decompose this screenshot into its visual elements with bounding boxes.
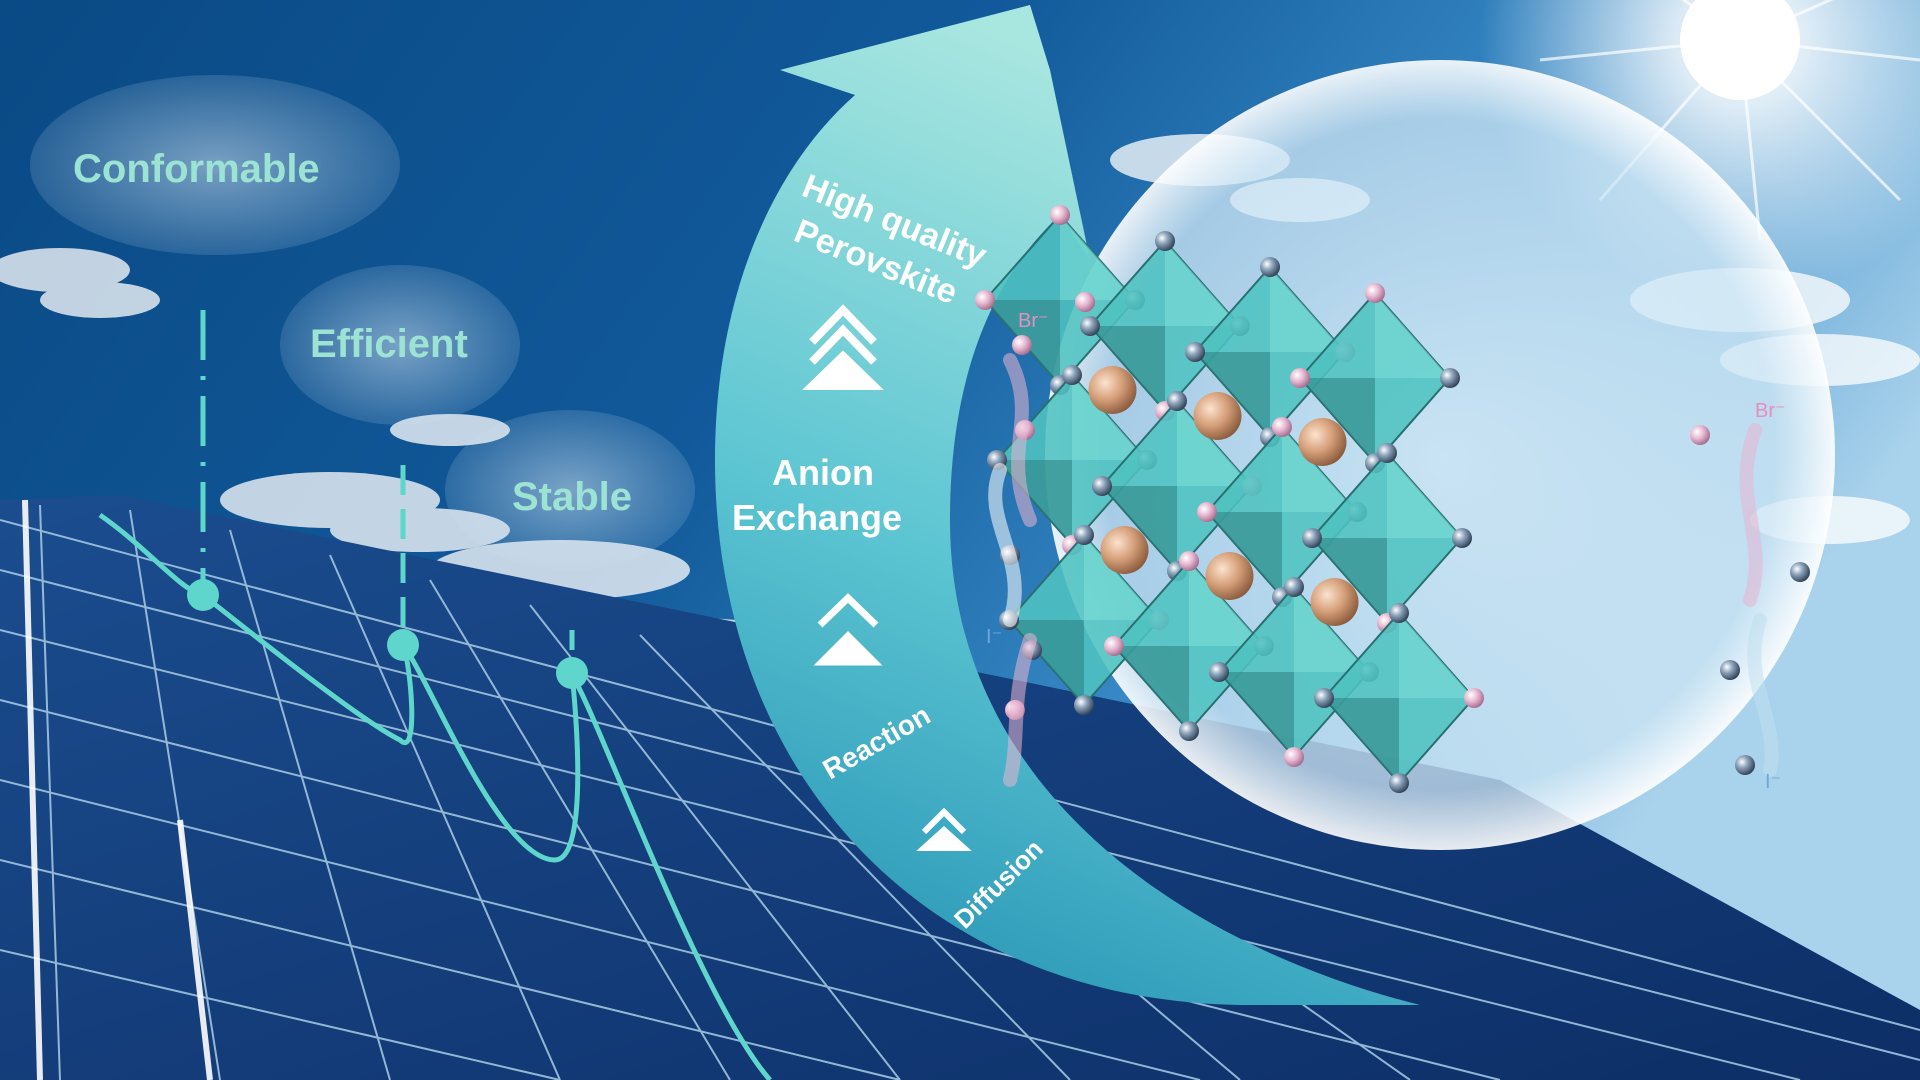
octahedron-facet — [1060, 215, 1135, 300]
octahedron-shadow — [1324, 698, 1399, 783]
octahedron-shadow — [1219, 672, 1294, 757]
free-ion — [1690, 425, 1710, 445]
perovskite-lattice — [975, 205, 1810, 793]
halide-ion — [1314, 688, 1334, 708]
halide-ion — [1464, 688, 1484, 708]
cation-sphere — [1193, 392, 1242, 440]
octahedron-facet — [1387, 453, 1462, 538]
anion-label: Anion — [772, 452, 874, 493]
efficient-oval — [280, 265, 520, 425]
cation-sphere — [1088, 366, 1137, 414]
curve-point-stable — [556, 657, 588, 689]
halide-ion — [1284, 747, 1304, 767]
curve-point-conformable — [187, 579, 219, 611]
halide-ion — [1290, 368, 1310, 388]
halide-ion — [975, 290, 995, 310]
free-ion — [1012, 335, 1032, 355]
octahedron-shadow — [1090, 326, 1165, 411]
single-chevron-up-icon — [916, 807, 972, 851]
free-ion — [1075, 292, 1095, 312]
octahedron-facet — [1375, 293, 1450, 378]
halide-ion — [1062, 365, 1082, 385]
halide-ion — [1080, 316, 1100, 336]
exchange-label: Exchange — [732, 497, 902, 538]
octahedron-shadow — [1300, 378, 1375, 463]
halide-ion — [1389, 773, 1409, 793]
dashed-connectors — [200, 310, 575, 665]
halide-ion — [1167, 391, 1187, 411]
halide-ion — [1284, 577, 1304, 597]
octahedron-shadow — [1114, 646, 1189, 731]
stable-label: Stable — [512, 475, 632, 519]
stable-oval — [445, 410, 695, 570]
halide-ion — [1377, 443, 1397, 463]
br-ion-label-left: Br⁻ — [1018, 310, 1049, 332]
br-ion-label-right: Br⁻ — [1755, 400, 1786, 422]
curve-point-efficient — [387, 629, 419, 661]
octahedron-shadow — [1102, 486, 1177, 571]
halide-ion — [1260, 257, 1280, 277]
halide-ion — [1092, 476, 1112, 496]
feature-ovals — [30, 75, 695, 570]
halide-ion — [1179, 721, 1199, 741]
octahedron-facet — [1270, 267, 1345, 352]
free-ion — [1735, 755, 1755, 775]
halide-ion — [1185, 342, 1205, 362]
octahedron-shadow — [1195, 352, 1270, 437]
free-ion — [1790, 562, 1810, 582]
halide-ion — [1272, 417, 1292, 437]
conformable-oval — [30, 75, 400, 255]
octahedron-shadow — [1312, 538, 1387, 623]
triple-chevron-up-icon — [802, 304, 884, 390]
process-arrow — [715, 5, 1420, 1005]
halide-ion — [1197, 502, 1217, 522]
halide-ion — [1389, 603, 1409, 623]
performance-curve — [98, 512, 772, 1080]
cation-sphere — [1100, 526, 1149, 574]
octahedron-facet — [1165, 241, 1240, 326]
efficient-label: Efficient — [310, 322, 468, 366]
cation-sphere — [1298, 418, 1347, 466]
i-ion-label-right: I⁻ — [1765, 771, 1781, 793]
octahedron-facet — [1399, 613, 1474, 698]
cation-sphere — [1205, 552, 1254, 600]
cation-sphere — [1310, 578, 1359, 626]
diffusion-streaks — [988, 353, 1779, 787]
halide-ion — [1179, 551, 1199, 571]
double-chevron-up-icon — [813, 593, 883, 666]
halide-ion — [1074, 695, 1094, 715]
halide-ion — [1104, 636, 1124, 656]
octahedron-shadow — [1207, 512, 1282, 597]
halide-ion — [1209, 662, 1229, 682]
halide-ion — [1365, 283, 1385, 303]
conformable-label: Conformable — [73, 147, 320, 191]
halide-ion — [1302, 528, 1322, 548]
halide-ion — [1440, 368, 1460, 388]
halide-ion — [1074, 525, 1094, 545]
halide-ion — [1155, 231, 1175, 251]
free-ion — [1720, 660, 1740, 680]
i-ion-label-left: I⁻ — [986, 626, 1002, 648]
halide-ion — [1050, 205, 1070, 225]
halide-ion — [1452, 528, 1472, 548]
